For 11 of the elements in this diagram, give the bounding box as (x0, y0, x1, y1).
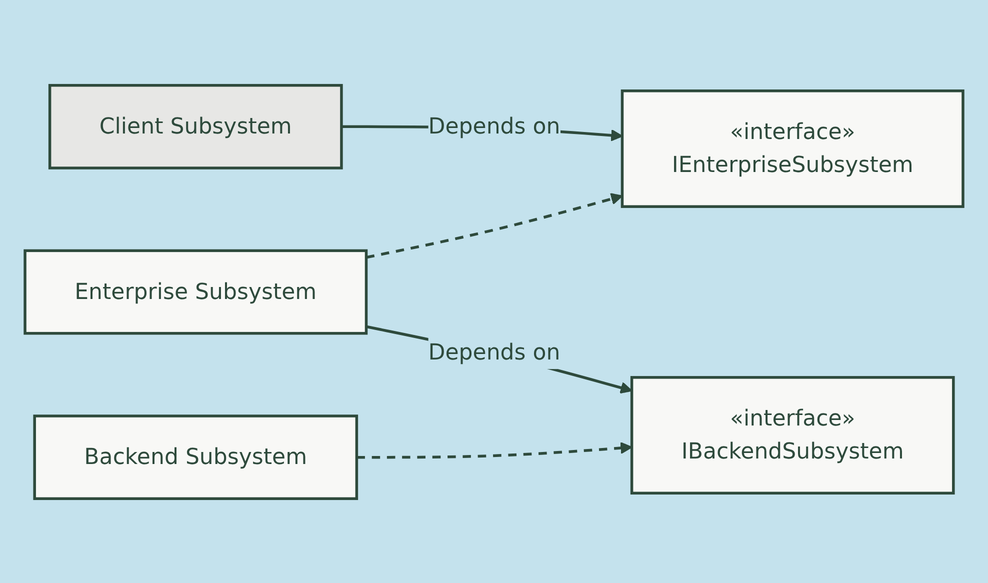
node-box (630, 376, 955, 494)
node-box (33, 414, 358, 500)
arrow (356, 441, 632, 458)
node-box (48, 83, 343, 169)
node-box (620, 88, 964, 208)
node-box (24, 248, 368, 334)
uml-diagram: Client Subsystem Depends on «interface» IEnterpriseSubsystem Enterprise Subsystem Depends on Backend Subsystem «interface» IBackendSubsystem (14, 12, 974, 572)
edge-label: Depends on (428, 338, 560, 365)
edge-label: Depends on (428, 112, 560, 139)
arrow (366, 192, 623, 258)
arrow (366, 324, 632, 394)
